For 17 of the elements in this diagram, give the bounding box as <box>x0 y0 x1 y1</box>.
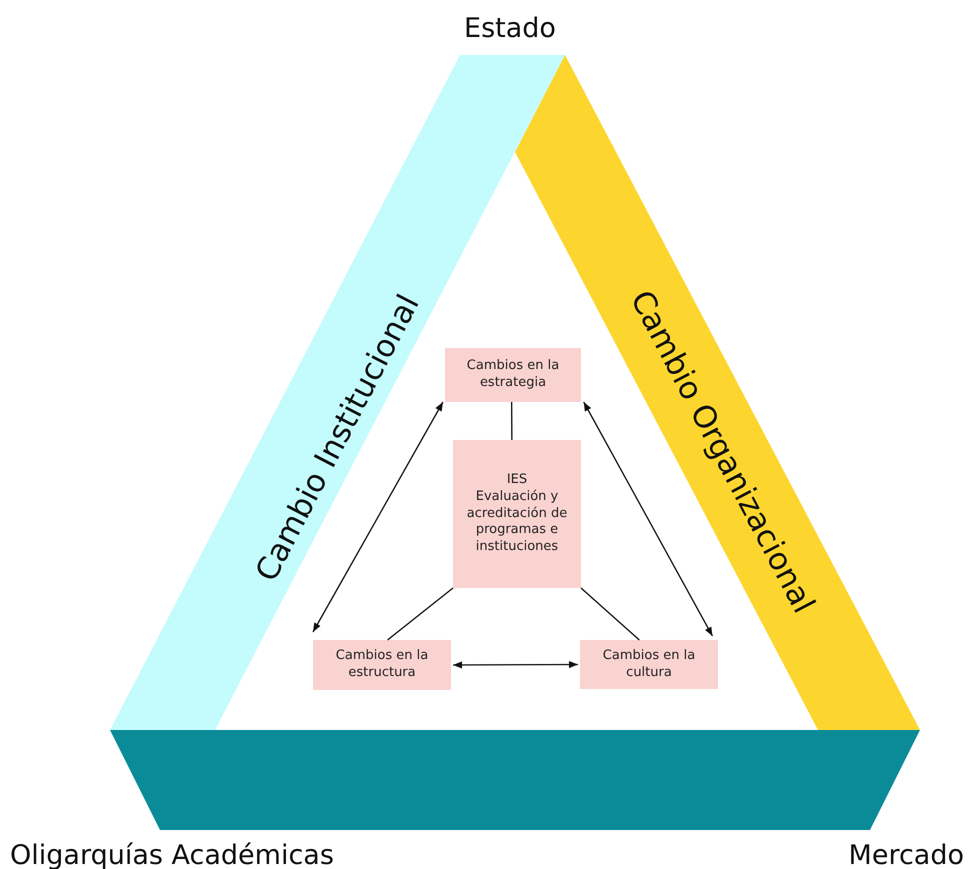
box-heading: IES <box>506 472 528 489</box>
corner-label: Estado <box>464 12 556 44</box>
arrow <box>312 402 444 632</box>
corner-label: Mercado <box>848 840 964 869</box>
box-text: Evaluación y acreditación de programas e instituciones <box>466 488 568 556</box>
connector-line <box>387 588 454 640</box>
corner-label: Oligarquías Académicas <box>10 840 334 869</box>
band-shape <box>110 55 565 730</box>
process-box: Cambios en la estrategia <box>445 348 581 402</box>
arrow <box>583 402 714 636</box>
connector-line <box>511 402 513 440</box>
band-shape <box>110 730 920 830</box>
process-box <box>453 440 581 588</box>
process-box: Cambios en la estructura <box>313 640 451 690</box>
arrow <box>453 660 578 669</box>
process-box: Cambios en la cultura <box>580 640 718 689</box>
connector-line <box>580 588 640 640</box>
